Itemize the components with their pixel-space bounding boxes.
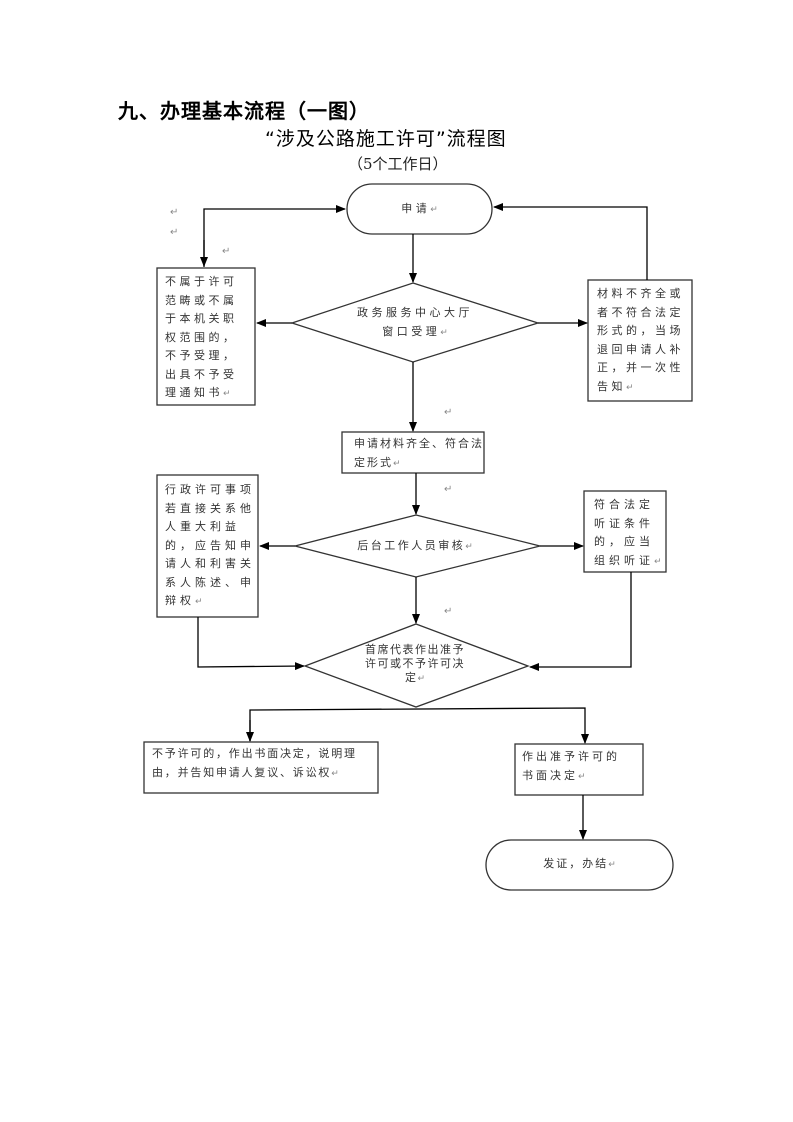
complete-box [341, 431, 485, 474]
edge-chief-split [249, 707, 589, 744]
chief-decision-decision [303, 623, 530, 708]
reject-scope-box [156, 267, 256, 406]
incomplete-box [587, 279, 693, 402]
backend-review-text: 后台工作人员审核 [357, 539, 466, 552]
interest-notice-text: 行政许可事项若直接关系他人重大利益的，应告知申请人和利害关系人陈述、申辩权 [165, 483, 255, 607]
deny-label: 不予许可的，作出书面决定，说明理由，并告知申请人复议、诉讼权↵ [152, 745, 378, 783]
time-limit: （5个工作日） [348, 155, 448, 173]
hearing-text: 符合法定听证条件的，应当组织听证 [594, 498, 654, 567]
chief-decision-label: 首席代表作出准予 许可或不予许可决 定↵ [340, 643, 490, 686]
return-mark: ↵ [654, 556, 662, 567]
interest-notice-box [156, 474, 259, 618]
end-terminal [485, 839, 674, 891]
chart-title: “涉及公路施工许可”流程图 [265, 128, 507, 150]
deny-text: 不予许可的，作出书面决定，说明理由，并告知申请人复议、诉讼权 [152, 747, 357, 779]
end-text: 发证，办结 [543, 857, 609, 870]
complete-label: 申请材料齐全、符合法定形式↵ [354, 435, 484, 473]
paragraph-mark: ↵ [444, 606, 453, 617]
reject-scope-text: 不属于许可范畴或不属于本机关职权范围的，不予受理，出具不予受理通知书 [165, 275, 238, 399]
backend-review-label: 后台工作人员审核↵ [330, 537, 500, 557]
edge-reject-to-start [203, 205, 346, 267]
grant-line1: 作出准予许可的 [522, 750, 620, 763]
start-text: 申请 [401, 202, 431, 215]
edge-incomplete-to-start [493, 203, 648, 280]
chief-decision-line2: 许可或不予许可决 [365, 657, 465, 670]
edge-interest-to-chief [197, 617, 305, 671]
window-accept-line1: 政务服务中心大厅 [357, 306, 473, 319]
grant-line2: 书面决定 [522, 768, 578, 782]
return-mark: ↵ [331, 768, 339, 779]
paragraph-mark: ↵ [170, 227, 179, 238]
return-mark: ↵ [578, 771, 586, 782]
hearing-label: 符合法定听证条件的，应当组织听证↵ [594, 496, 666, 571]
return-mark: ↵ [430, 205, 438, 215]
chief-decision-line3: 定 [404, 671, 418, 684]
return-mark: ↵ [393, 458, 401, 469]
return-mark: ↵ [195, 597, 203, 607]
deny-box [143, 741, 379, 794]
return-mark: ↵ [626, 382, 634, 393]
return-mark: ↵ [417, 674, 426, 684]
start-terminal [346, 183, 493, 235]
return-mark: ↵ [440, 327, 448, 338]
return-mark: ↵ [223, 389, 231, 399]
section-heading: 九、办理基本流程（一图） [118, 99, 370, 123]
hearing-box [583, 490, 667, 573]
paragraph-mark: ↵ [222, 246, 231, 257]
start-label: 申请↵ [347, 200, 492, 220]
grant-box [514, 743, 644, 796]
reject-scope-label: 不属于许可范畴或不属于本机关职权范围的，不予受理，出具不予受理通知书↵ [165, 273, 251, 404]
return-mark: ↵ [608, 860, 616, 870]
window-accept-label: 政务服务中心大厅 窗口受理↵ [330, 304, 500, 342]
paragraph-mark: ↵ [444, 407, 453, 418]
paragraph-mark: ↵ [444, 484, 453, 495]
incomplete-label: 材料不齐全或者不符合法定形式的，当场退回申请人补正，并一次性告知↵ [597, 285, 691, 397]
interest-notice-label: 行政许可事项若直接关系他人重大利益的，应告知申请人和利害关系人陈述、申辩权↵ [165, 481, 257, 612]
grant-label: 作出准予许可的 书面决定↵ [522, 748, 642, 786]
complete-text: 申请材料齐全、符合法定形式 [354, 437, 484, 469]
paragraph-mark: ↵ [170, 207, 179, 218]
incomplete-text: 材料不齐全或者不符合法定形式的，当场退回申请人补正，并一次性告知 [597, 287, 684, 393]
window-accept-line2: 窗口受理 [382, 324, 441, 338]
chief-decision-line1: 首席代表作出准予 [365, 643, 465, 656]
end-label: 发证，办结↵ [486, 855, 673, 875]
edge-hearing-to-chief [529, 572, 632, 671]
return-mark: ↵ [465, 542, 473, 552]
